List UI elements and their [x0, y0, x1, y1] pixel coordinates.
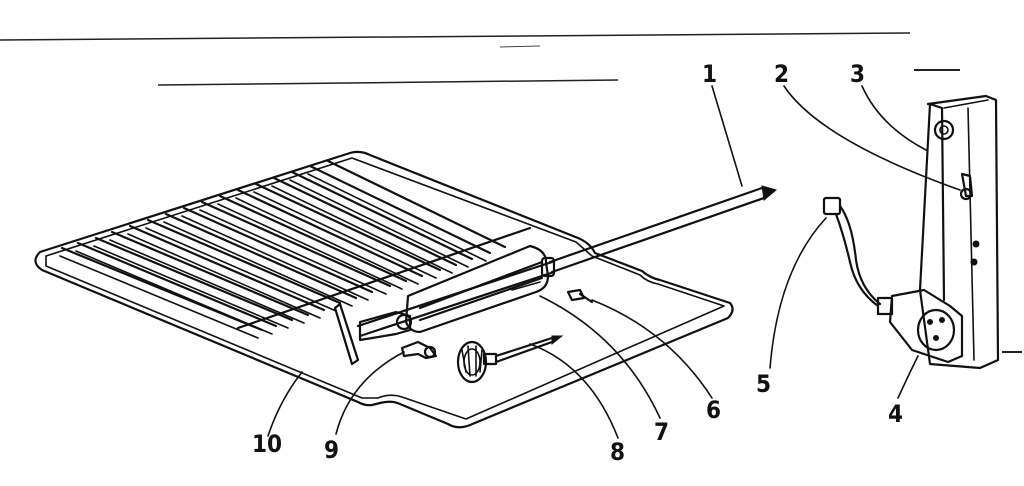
- scan-lines: [0, 32, 1022, 353]
- clip: [400, 340, 438, 360]
- leader-7: [539, 295, 661, 419]
- callout-3: 3: [850, 60, 865, 88]
- callout-6: 6: [706, 396, 721, 424]
- callout-8: 8: [610, 438, 625, 466]
- callout-2: 2: [774, 60, 789, 88]
- callout-labels: 1 2 3 4 5 6 7 8 9 10: [252, 60, 903, 466]
- callout-10: 10: [252, 430, 282, 458]
- callout-7: 7: [654, 418, 669, 446]
- callout-5: 5: [756, 370, 771, 398]
- callout-9: 9: [324, 436, 339, 464]
- leader-9: [335, 351, 405, 435]
- leader-5: [769, 217, 827, 369]
- knob-skewer: [456, 335, 564, 384]
- leader-4: [897, 355, 919, 399]
- leader-lines: [267, 85, 961, 439]
- leader-10: [267, 371, 303, 437]
- spit-handle: [333, 302, 413, 366]
- leader-2: [783, 85, 961, 191]
- leader-3: [861, 85, 927, 151]
- leader-8: [529, 343, 619, 439]
- oven-rack: [34, 150, 734, 429]
- motor-bracket: [876, 94, 1000, 370]
- callout-1: 1: [702, 60, 717, 88]
- screw: [566, 288, 594, 304]
- leader-1: [711, 85, 743, 187]
- motor-cord: [822, 196, 882, 308]
- callout-4: 4: [888, 400, 903, 428]
- leader-6: [591, 299, 713, 399]
